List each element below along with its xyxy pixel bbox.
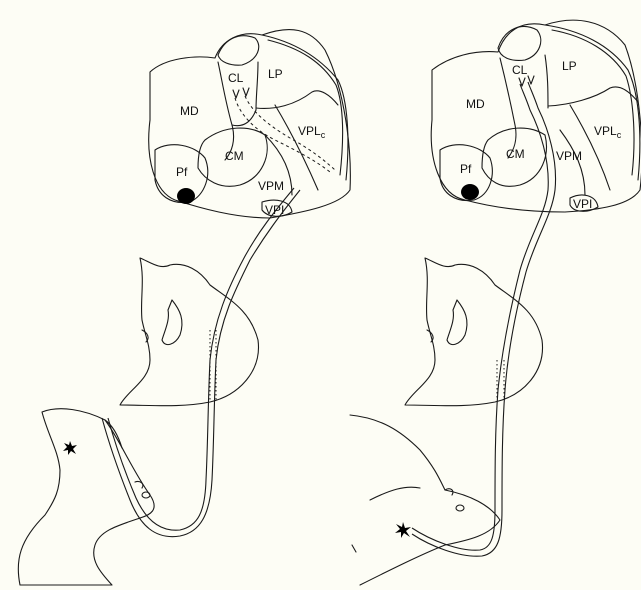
- left-thalamus-section: CL LP MD VPLc CM Pf VPM VPI: [149, 30, 351, 218]
- left-pf-lesion: [177, 188, 195, 204]
- left-label-cm: CM: [225, 149, 244, 163]
- right-label-vpm: VPM: [556, 149, 582, 163]
- left-label-vpm: VPM: [258, 179, 284, 193]
- right-top-lobe: [498, 27, 541, 61]
- right-thalamus-outline: [431, 20, 641, 212]
- left-cl-lp-border: [256, 62, 258, 110]
- left-brainstem-outline: [120, 258, 258, 406]
- right-label-cl: CL: [512, 63, 528, 77]
- right-vpl-border: [570, 105, 610, 190]
- left-label-lp: LP: [268, 67, 283, 81]
- left-vpl-border: [275, 105, 318, 190]
- right-side-mark: [352, 545, 356, 552]
- right-label-cm: CM: [506, 147, 525, 161]
- right-pf-lesion: [461, 184, 479, 200]
- right-central-canal: [456, 505, 464, 511]
- right-thalamus-section: CL LP MD VPLc CM Pf VPM VPI: [431, 20, 641, 212]
- left-panel: CL LP MD VPLc CM Pf VPM VPI: [18, 30, 350, 585]
- left-cl-terminal-2: [243, 88, 249, 96]
- left-lp-lower-border: [256, 91, 338, 109]
- left-notch: [142, 330, 148, 342]
- left-aqueduct: [162, 300, 182, 345]
- right-aqueduct: [447, 300, 467, 345]
- left-medulla-star: [63, 441, 77, 455]
- left-central-canal: [142, 492, 150, 498]
- right-label-vpi: VPI: [573, 197, 592, 211]
- left-top-lobe: [218, 36, 259, 65]
- right-label-md: MD: [466, 97, 485, 111]
- right-lp-lower-border: [548, 87, 638, 106]
- right-panel: CL LP MD VPLc CM Pf VPM VPI: [350, 20, 641, 585]
- right-cl-terminal-2: [528, 76, 534, 84]
- left-label-pf: Pf: [176, 165, 188, 179]
- left-label-cl: CL: [228, 71, 244, 85]
- right-medulla-curve: [370, 487, 420, 500]
- left-medulla-notch: [135, 481, 143, 488]
- right-medulla-outline: [350, 415, 500, 585]
- right-cl-lp-border: [545, 55, 548, 108]
- left-medulla-outline: [18, 409, 154, 585]
- right-brainstem-outline: [405, 258, 542, 406]
- left-cl-terminal-1: [233, 90, 239, 98]
- right-label-pf: Pf: [460, 162, 472, 176]
- right-medulla-star: [395, 522, 411, 538]
- left-label-md: MD: [180, 104, 199, 118]
- right-notch: [427, 330, 433, 342]
- left-ascending-tract: [102, 188, 300, 537]
- left-label-vplc: VPLc: [298, 124, 326, 140]
- right-label-vplc: VPLc: [594, 124, 622, 140]
- right-label-lp: LP: [562, 59, 577, 73]
- left-cl-bottom: [232, 110, 256, 126]
- left-label-vpi: VPI: [265, 203, 284, 217]
